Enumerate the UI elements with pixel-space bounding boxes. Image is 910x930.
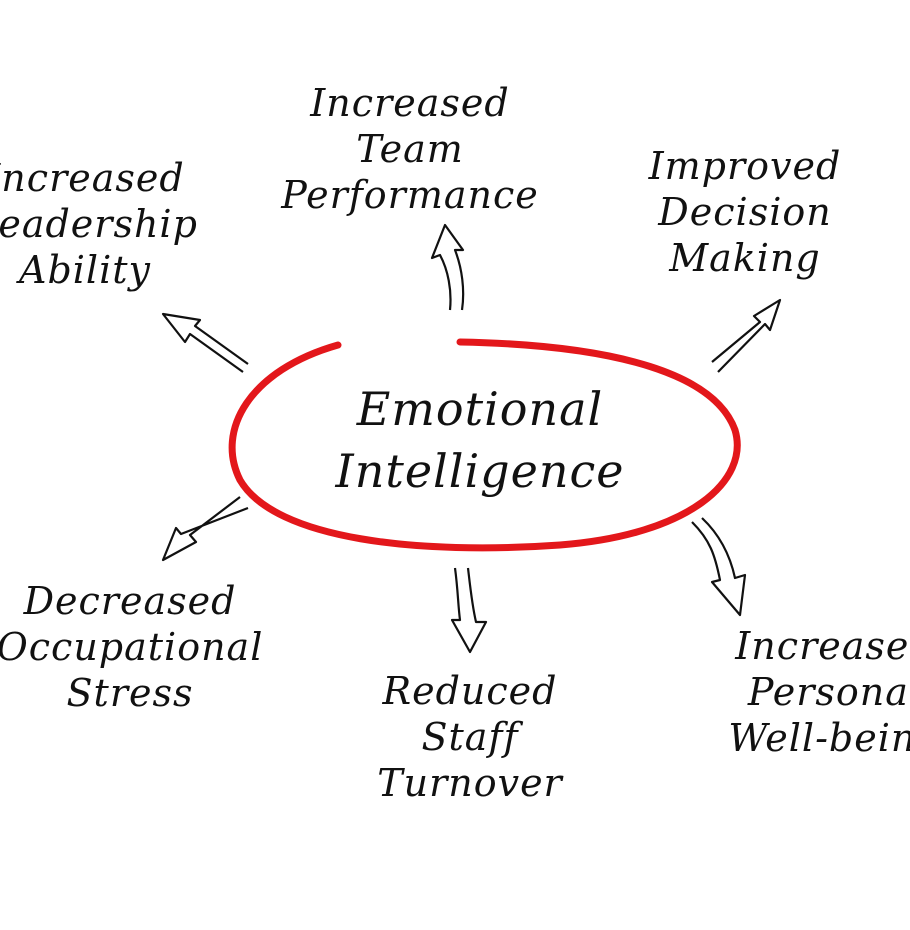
outcome-line: Increased	[310, 81, 510, 125]
outcome-line: Ability	[19, 248, 151, 292]
arrow-up-left-icon	[161, 312, 249, 373]
outcome-line: Personal	[747, 670, 910, 714]
outcome-line: Team	[356, 127, 464, 171]
outcome-line: Decision	[658, 190, 832, 234]
arrow-down-right-icon	[691, 517, 747, 617]
outcome-line: Making	[669, 236, 821, 280]
arrow-down-left-icon	[161, 496, 249, 562]
arrow-down-icon	[450, 567, 488, 654]
outcome-line: Performance	[281, 173, 539, 217]
outcome-leadership-ability: Increased Leadership Ability	[0, 155, 230, 293]
outcome-staff-turnover: Reduced Staff Turnover	[340, 668, 600, 806]
center-line-1: Emotional	[356, 382, 604, 436]
center-label: Emotional Intelligence	[290, 378, 670, 502]
center-ellipse	[228, 338, 741, 552]
outcome-line: Improved	[648, 144, 842, 188]
outcome-line: Decreased	[23, 579, 237, 623]
outcome-line: Well-being	[728, 716, 910, 760]
outcome-line: Turnover	[377, 761, 563, 805]
outcome-personal-well-being: Increased Personal Well-being	[690, 623, 910, 761]
arrow-up-right-icon	[711, 298, 782, 373]
outcome-decision-making: Improved Decision Making	[610, 143, 880, 281]
outcome-line: Staff	[421, 715, 519, 759]
outcome-line: Leadership	[0, 202, 198, 246]
outcome-line: Occupational	[0, 625, 264, 669]
outcome-occupational-stress: Decreased Occupational Stress	[0, 578, 280, 716]
arrow-up-icon	[430, 223, 465, 311]
outcome-team-performance: Increased Team Performance	[260, 80, 560, 218]
outcome-line: Increased	[735, 624, 910, 668]
center-line-2: Intelligence	[335, 444, 625, 498]
outcome-line: Increased	[0, 156, 185, 200]
outcome-line: Reduced	[382, 669, 558, 713]
outcome-line: Stress	[66, 671, 194, 715]
